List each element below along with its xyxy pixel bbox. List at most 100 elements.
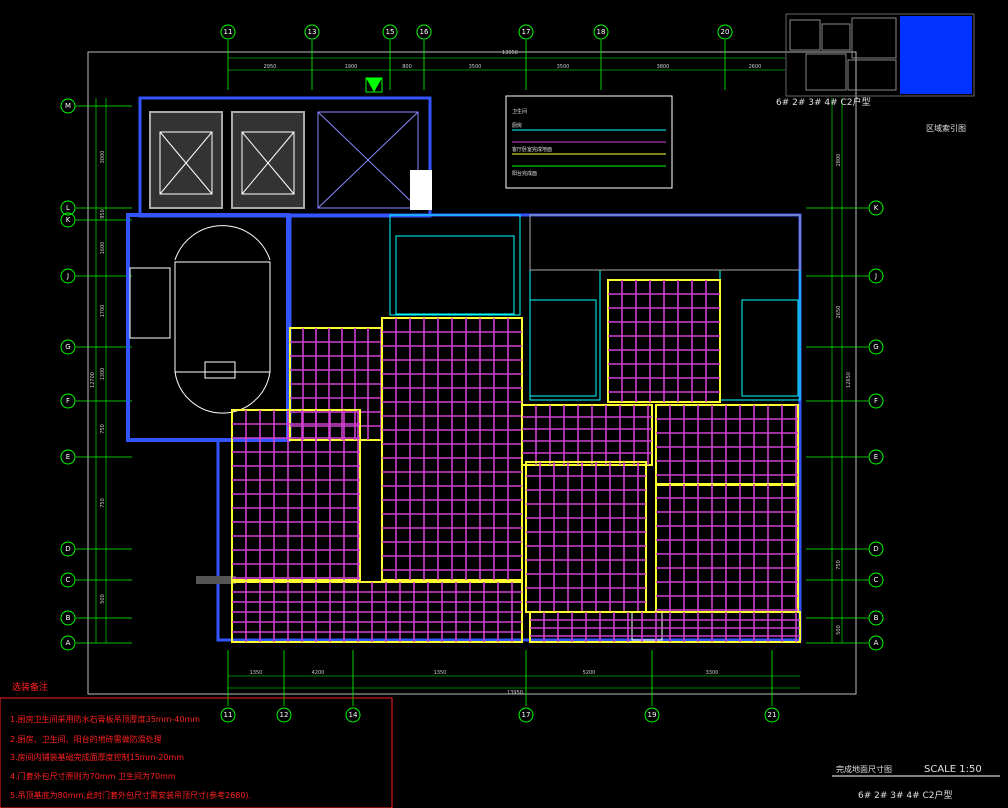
svg-text:19: 19 — [648, 711, 657, 719]
dimension-label: 500 — [836, 625, 842, 635]
svg-text:G: G — [65, 343, 70, 351]
axis-bubble-left: D — [60, 541, 76, 557]
title-block: 完成地面尺寸图 SCALE 1:50 6# 2# 3# 4# C2户型 — [832, 764, 1000, 801]
floor-tile-grid — [231, 409, 361, 581]
axis-bubble-left: B — [60, 610, 76, 626]
axis-bubble-right: J — [868, 268, 884, 284]
svg-text:K: K — [874, 204, 879, 212]
dimension-label: 4200 — [312, 670, 325, 676]
axis-bubble-top: 11 — [220, 24, 236, 40]
svg-text:D: D — [873, 545, 878, 553]
axis-bubble-left: C — [60, 572, 76, 588]
axis-bubble-bottom: 19 — [644, 707, 660, 723]
axis-bubble-top: 17 — [518, 24, 534, 40]
svg-text:15: 15 — [386, 28, 395, 36]
svg-text:A: A — [66, 639, 71, 647]
dimension-label: 1300 — [100, 368, 106, 381]
axis-bubble-left: L — [60, 200, 76, 216]
floor-tile-grid — [529, 611, 801, 643]
floor-tile-grid — [607, 279, 721, 403]
dimension-label: 1900 — [345, 64, 358, 70]
svg-text:J: J — [874, 272, 877, 280]
legend-row: 客厅卧室完成地面 — [512, 146, 552, 153]
axis-bubble-right: D — [868, 541, 884, 557]
axis-bubble-right: A — [868, 635, 884, 651]
floor-finish-grids — [231, 235, 801, 643]
key-plan-caption: 区域索引图 — [926, 123, 966, 133]
dimension-label: 13950 — [502, 50, 518, 56]
dimension-label: 5200 — [583, 670, 596, 676]
axis-bubble-left: K — [60, 212, 76, 228]
axis-bubble-top: 18 — [593, 24, 609, 40]
svg-text:F: F — [874, 397, 878, 405]
svg-text:K: K — [66, 216, 71, 224]
floor-tile-grid — [655, 483, 799, 613]
svg-text:F: F — [66, 397, 70, 405]
legend-row: 阳台完成面 — [512, 170, 537, 177]
floor-tile-grid — [655, 404, 799, 486]
svg-text:A: A — [874, 639, 879, 647]
svg-text:14: 14 — [349, 711, 358, 719]
note-item: 2.厨房、卫生间、阳台的地砖需做防滑处理 — [10, 734, 162, 744]
note-item: 4.门套外包尺寸原则为70mm 卫生间为70mm — [10, 771, 176, 781]
room-outline — [395, 235, 515, 315]
dimension-label: 12650 — [846, 372, 852, 388]
axis-bubble-right: E — [868, 449, 884, 465]
axis-bubble-left: J — [60, 268, 76, 284]
axis-bubble-bottom: 17 — [518, 707, 534, 723]
dimension-label: 1350 — [434, 670, 447, 676]
axis-bubble-left: M — [60, 98, 76, 114]
axis-bubble-left: E — [60, 449, 76, 465]
svg-text:E: E — [874, 453, 878, 461]
svg-text:20: 20 — [721, 28, 730, 36]
svg-text:M: M — [65, 102, 71, 110]
dimension-label: 3800 — [657, 64, 670, 70]
axis-bubble-top: 16 — [416, 24, 432, 40]
axis-bubble-left: G — [60, 339, 76, 355]
dimension-label: 2650 — [836, 306, 842, 319]
notes-title: 选装备注 — [12, 681, 48, 693]
floor-tile-grid — [289, 327, 383, 441]
svg-text:C: C — [874, 576, 879, 584]
drawing-name: 完成地面尺寸图 — [836, 764, 892, 774]
legend-row: 厨房 — [512, 122, 522, 129]
axis-bubble-right: G — [868, 339, 884, 355]
dimension-label: 12700 — [90, 372, 96, 388]
dimension-label: 2950 — [264, 64, 277, 70]
svg-text:12: 12 — [280, 711, 289, 719]
dimension-label: 750 — [100, 498, 106, 508]
axis-bubble-top: 20 — [717, 24, 733, 40]
dimension-label: 750 — [836, 560, 842, 570]
axis-bubble-right: C — [868, 572, 884, 588]
axis-bubble-bottom: 14 — [345, 707, 361, 723]
svg-text:C: C — [66, 576, 71, 584]
dimension-label: 1600 — [100, 242, 106, 255]
svg-text:L: L — [66, 204, 70, 212]
key-plan: 6# 2# 3# 4# C2户型 区域索引图 — [776, 13, 975, 133]
dimension-label: 13950 — [507, 690, 523, 696]
key-plan-units: 6# 2# 3# 4# C2户型 — [776, 96, 871, 108]
dimension-label: 500 — [100, 594, 106, 604]
svg-text:B: B — [66, 614, 71, 622]
svg-text:17: 17 — [522, 28, 531, 36]
dimension-label: 2800 — [836, 154, 842, 167]
svg-text:21: 21 — [768, 711, 777, 719]
dimension-label: 1350 — [250, 670, 263, 676]
axis-bubble-right: K — [868, 200, 884, 216]
svg-text:G: G — [873, 343, 878, 351]
floor-tile-grid — [521, 404, 653, 466]
axis-bubble-top: 15 — [382, 24, 398, 40]
floor-tile-grid — [381, 317, 523, 581]
note-item: 1.厨房卫生间采用防水石膏板吊顶厚度35mm-40mm — [10, 714, 200, 724]
dimension-label: 750 — [100, 424, 106, 434]
svg-text:16: 16 — [420, 28, 429, 36]
legend-box: 卫生间 厨房 客厅卧室完成地面 阳台完成面 — [505, 95, 673, 189]
dimension-label: 950 — [100, 209, 106, 219]
dimension-label: 3000 — [100, 151, 106, 164]
dimension-label: 1700 — [100, 305, 106, 318]
stairwell — [126, 213, 290, 442]
svg-text:D: D — [65, 545, 70, 553]
